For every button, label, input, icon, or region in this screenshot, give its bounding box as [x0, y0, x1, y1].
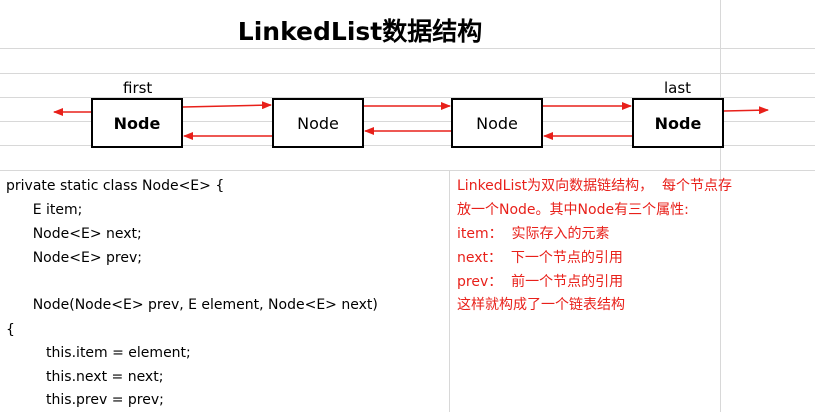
code-line: private static class Node<E> { — [6, 178, 225, 194]
code-line: Node(Node<E> prev, E element, Node<E> ne… — [6, 297, 378, 313]
grid-line — [0, 145, 815, 146]
code-line: Node<E> next; — [6, 226, 142, 242]
diagram-title: LinkedList数据结构 — [237, 17, 483, 46]
node-box-last: Node — [632, 98, 724, 148]
node-box-first: Node — [91, 98, 183, 148]
description-line: 这样就构成了一个链表结构 — [457, 297, 625, 313]
description-line: 放一个Node。其中Node有三个属性: — [457, 202, 689, 218]
code-line: { — [6, 322, 15, 338]
grid-line — [449, 170, 450, 412]
grid-line — [0, 97, 815, 98]
code-line: this.next = next; — [6, 369, 164, 385]
description-line: LinkedList为双向数据链结构， 每个节点存 — [457, 178, 733, 194]
next-arrow-tail — [723, 106, 769, 115]
description-line: next： 下一个节点的引用 — [457, 250, 623, 266]
code-line: this.prev = prev; — [6, 392, 164, 408]
node-box-2: Node — [272, 98, 364, 148]
grid-line — [0, 121, 815, 122]
node-box-3: Node — [451, 98, 543, 148]
code-line: E item; — [6, 202, 83, 218]
last-label: last — [664, 79, 692, 97]
first-label: first — [123, 79, 153, 97]
grid-line — [0, 170, 815, 171]
grid-line — [720, 0, 721, 412]
code-line: Node<E> prev; — [6, 250, 142, 266]
grid-line — [0, 73, 815, 74]
description-line: prev： 前一个节点的引用 — [457, 274, 624, 290]
next-arrow-1 — [182, 101, 272, 110]
code-line: this.item = element; — [6, 345, 191, 361]
description-line: item： 实际存入的元素 — [457, 226, 610, 242]
grid-line — [0, 48, 815, 49]
